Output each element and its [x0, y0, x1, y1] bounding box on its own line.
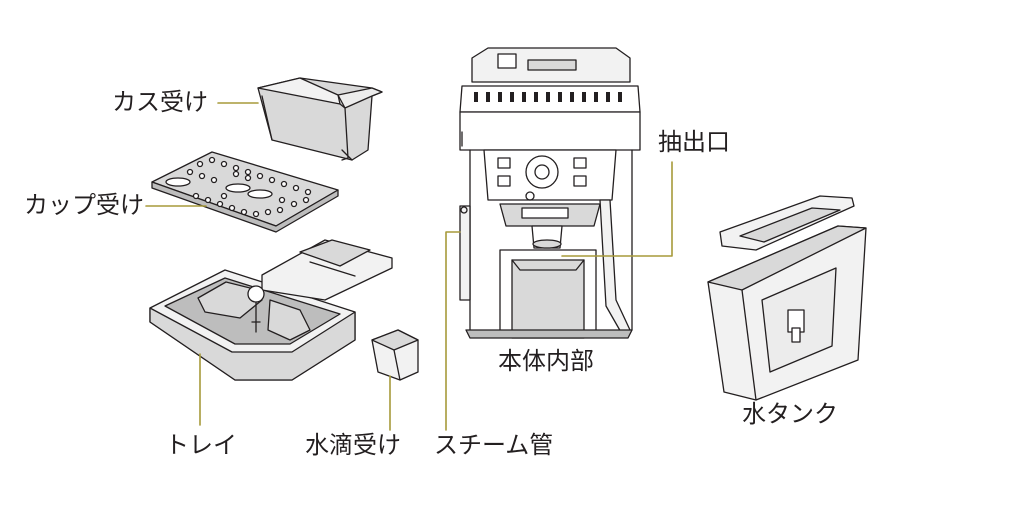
leader-steam-kan — [445, 231, 461, 431]
water-tank — [707, 195, 867, 401]
leader-chushutsu-kou — [561, 161, 673, 257]
label-chushutsu-kou: 抽出口 — [658, 128, 730, 156]
leader-lines — [145, 102, 673, 431]
label-kasu-uke: カス受け — [112, 88, 208, 116]
label-mizu-tank: 水タンク — [742, 400, 838, 428]
drip-tray — [149, 239, 393, 381]
label-tray: トレイ — [165, 431, 237, 459]
label-hontai-naibu: 本体内部 — [498, 347, 594, 375]
label-cup-uke: カップ受け — [24, 191, 144, 219]
cup-grid — [151, 151, 339, 233]
label-suiteki-uke: 水滴受け — [305, 431, 401, 459]
drip-water-container — [371, 329, 419, 381]
grounds-container — [257, 77, 383, 161]
label-steam-kan: スチーム管 — [434, 431, 554, 459]
machine-body — [459, 47, 641, 339]
